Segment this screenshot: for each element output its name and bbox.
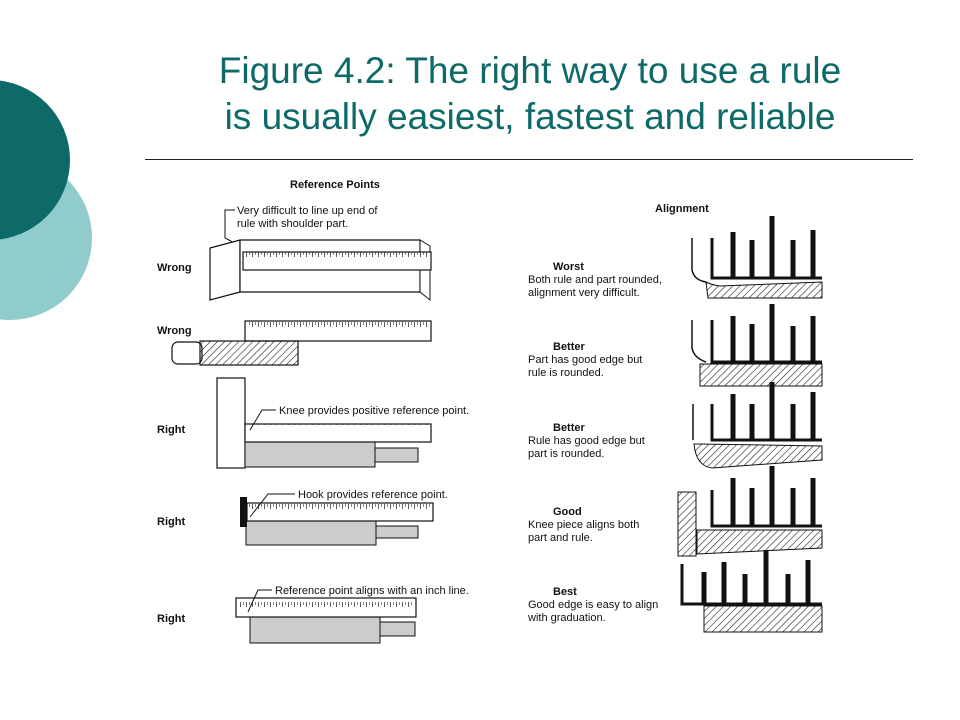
ref-row-1: Wrong Very difficult to line up end of r… <box>157 205 432 302</box>
rule-baseline <box>710 320 822 364</box>
align-row-2-line-2: rule is rounded. <box>528 367 604 379</box>
rule-edge <box>691 238 707 283</box>
rule-baseline <box>710 238 822 280</box>
align-row-4: Good Knee piece aligns both part and rul… <box>528 466 823 557</box>
dark-teal-circle <box>0 80 70 240</box>
part-hatched <box>696 529 823 555</box>
align-row-1-title: Worst <box>553 261 584 273</box>
graduation-lines <box>730 304 816 362</box>
part-hatched <box>703 605 823 633</box>
ref-row-5-callout: Reference point aligns with an inch line… <box>275 585 469 597</box>
title-line-1: Figure 4.2: The right way to use a rule <box>218 50 842 91</box>
part-hatched <box>705 281 823 299</box>
slide-decoration <box>0 80 92 320</box>
graduation-lines <box>701 550 811 604</box>
title-divider <box>145 159 913 160</box>
part <box>249 616 381 644</box>
shoulder-part <box>209 239 241 301</box>
ref-row-1-callout-2: rule with shoulder part. <box>237 218 348 230</box>
ref-row-5: Right Reference point aligns with an inc… <box>157 585 469 644</box>
ref-row-1-side: Wrong <box>157 262 192 274</box>
align-row-2-line-1: Part has good edge but <box>528 354 642 366</box>
rule-baseline <box>680 564 822 606</box>
part-step <box>375 525 419 539</box>
align-row-1-line-1: Both rule and part rounded, <box>528 274 662 286</box>
ref-row-5-side: Right <box>157 613 185 625</box>
ref-row-3: Right Knee provides positive reference p… <box>157 377 469 469</box>
align-row-4-line-1: Knee piece aligns both <box>528 519 639 531</box>
ref-row-3-side: Right <box>157 424 185 436</box>
graduation-lines <box>730 382 816 440</box>
align-row-5-line-2: with graduation. <box>527 612 606 624</box>
hook <box>240 497 247 527</box>
title-line-2: is usually easiest, fastest and reliable <box>224 96 836 137</box>
reference-points-heading: Reference Points <box>290 179 380 191</box>
align-row-2-title: Better <box>553 341 586 353</box>
ref-row-3-callout: Knee provides positive reference point. <box>279 405 469 417</box>
threaded-section <box>199 340 299 366</box>
ref-row-2-side: Wrong <box>157 325 192 337</box>
part-step <box>374 447 419 463</box>
rule-graduations <box>249 503 431 513</box>
rule-graduations <box>238 598 414 608</box>
slide-title: Figure 4.2: The right way to use a rule … <box>130 48 930 140</box>
align-row-3-line-1: Rule has good edge but <box>528 435 645 447</box>
leader-line <box>247 589 272 613</box>
rule-graduations <box>245 252 429 262</box>
knee <box>216 377 246 469</box>
rule-graduations <box>247 424 429 434</box>
align-row-2: Better Part has good edge but rule is ro… <box>528 304 823 387</box>
alignment-heading: Alignment <box>655 203 709 215</box>
leader-line <box>249 493 295 518</box>
rule-baseline <box>710 490 822 528</box>
rule-graduations <box>247 321 429 331</box>
align-row-1: Worst Both rule and part rounded, alignm… <box>528 216 823 299</box>
part-step <box>379 621 416 637</box>
graduation-lines <box>730 466 816 526</box>
align-row-3-title: Better <box>553 422 586 434</box>
knee-piece <box>677 491 697 557</box>
align-row-3-line-2: part is rounded. <box>528 448 604 460</box>
leader-line <box>249 409 276 431</box>
ref-row-2: Wrong <box>157 320 432 366</box>
align-row-4-title: Good <box>553 506 582 518</box>
align-row-5-title: Best <box>553 586 577 598</box>
part <box>245 520 377 546</box>
rule-baseline <box>710 404 822 442</box>
part-hatched <box>699 363 823 387</box>
align-row-5-line-1: Good edge is easy to align <box>528 599 658 611</box>
graduation-lines <box>730 216 816 278</box>
rod-shank <box>171 341 203 365</box>
align-row-3: Better Rule has good edge but part is ro… <box>528 382 823 469</box>
rule-edge <box>691 320 707 363</box>
part-hatched <box>693 443 823 469</box>
align-row-4-line-2: part and rule. <box>528 532 593 544</box>
part <box>244 441 376 468</box>
ref-row-4-callout: Hook provides reference point. <box>298 489 448 501</box>
ref-row-1-callout-1: Very difficult to line up end of <box>237 205 378 217</box>
ref-row-4: Right Hook provides reference point. <box>157 489 448 546</box>
align-row-1-line-2: alignment very difficult. <box>528 287 640 299</box>
align-row-5: Best Good edge is easy to align with gra… <box>527 550 823 633</box>
ref-row-4-side: Right <box>157 516 185 528</box>
